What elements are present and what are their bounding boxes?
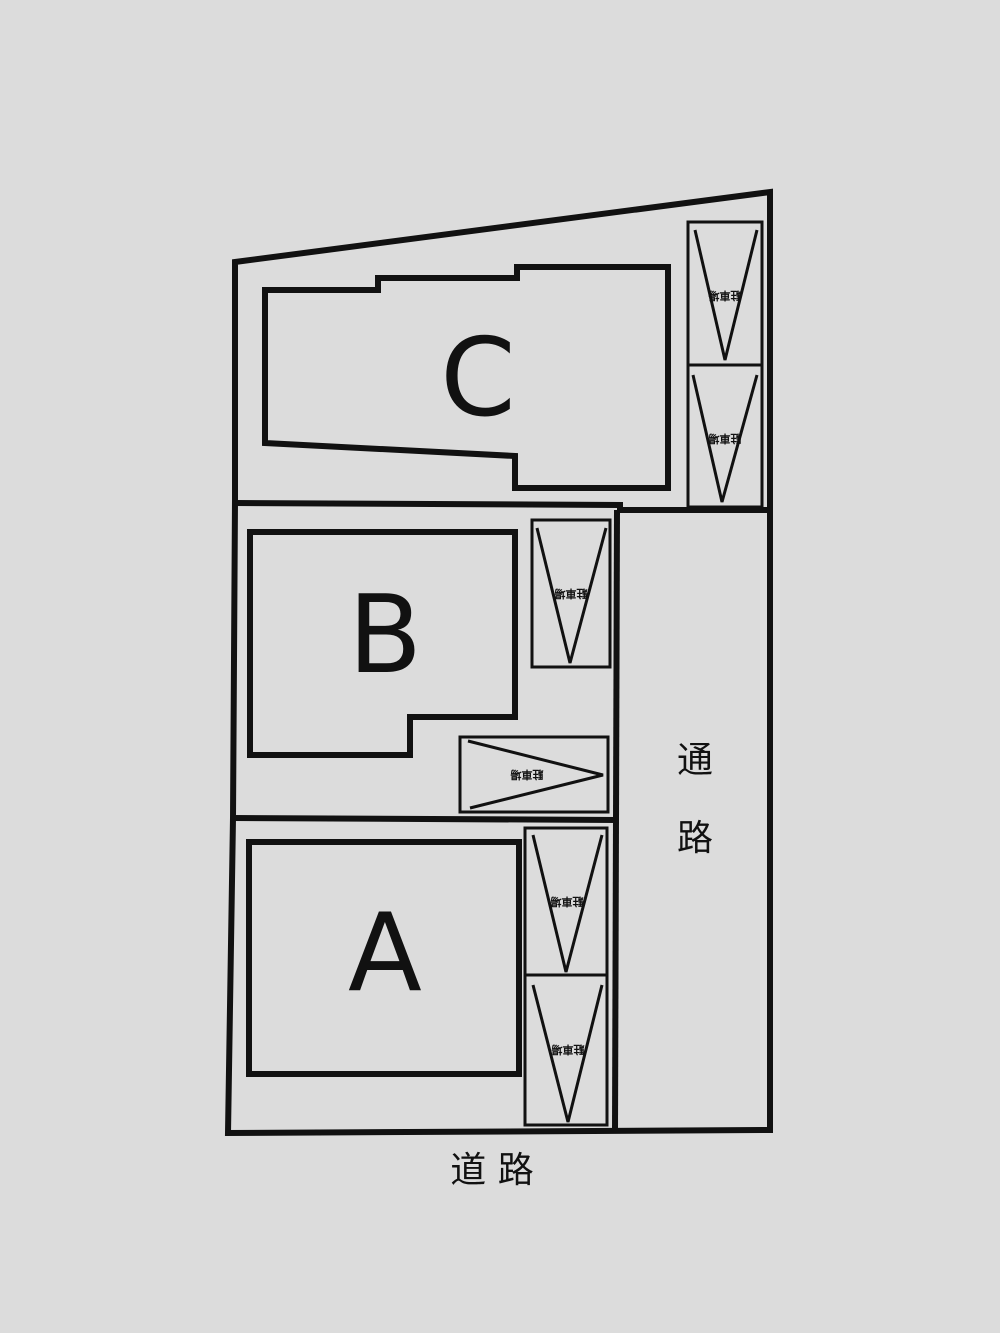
- parking-label: 駐車場: [511, 768, 544, 782]
- parking-a-2: 駐車場: [523, 973, 609, 1127]
- building-a: [246, 839, 522, 1077]
- parking-c-1: 駐車場: [686, 220, 764, 367]
- lot-c-label: C: [440, 316, 515, 441]
- parking-label: 駐車場: [709, 289, 742, 303]
- inner-path-label-2: 路: [677, 818, 713, 859]
- site-boundary: [224, 188, 773, 1137]
- building-c: [262, 264, 671, 491]
- parking-label: 駐車場: [552, 1043, 585, 1057]
- parking-a-1: 駐車場: [523, 826, 609, 977]
- parking-c-2: 駐車場: [686, 363, 764, 509]
- lot-c-divider: [234, 500, 770, 513]
- parking-label: 駐車場: [709, 432, 742, 446]
- parking-label: 駐車場: [555, 587, 588, 601]
- road-label: 道 路: [450, 1150, 533, 1191]
- inner-path-edge: [612, 509, 620, 1131]
- parking-b-1: 駐車場: [530, 518, 612, 669]
- inner-path-label-1: 通: [677, 740, 713, 781]
- parking-label: 駐車場: [551, 895, 584, 909]
- lot-b-label: B: [348, 573, 422, 698]
- building-b: [247, 529, 518, 758]
- parking-b-2: 駐車場: [458, 735, 610, 814]
- lot-b-a-divider: [232, 815, 618, 823]
- lot-a-label: A: [348, 891, 422, 1016]
